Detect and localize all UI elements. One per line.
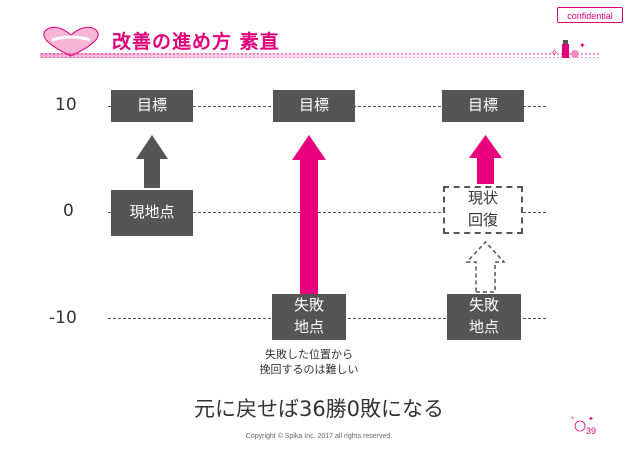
cosmetics-decoration-icon: ✧ ✦ bbox=[550, 40, 586, 59]
title-underline-decoration bbox=[40, 53, 600, 58]
status-recovery-box: 現状 回復 bbox=[443, 186, 523, 234]
goal-box-1: 目標 bbox=[111, 90, 193, 122]
goal-box-3: 目標 bbox=[442, 90, 524, 122]
up-arrow-gray bbox=[136, 135, 168, 188]
confidential-badge: confidential bbox=[557, 7, 623, 23]
failure-point-box-1: 失敗 地点 bbox=[272, 294, 346, 340]
sparkle-decoration-icon: ✦ ✧ bbox=[570, 415, 594, 432]
up-arrow-pink-long bbox=[292, 135, 326, 294]
y-label-minus-10: -10 bbox=[49, 308, 77, 328]
conclusion-text: 元に戻せば36勝0敗になる bbox=[193, 397, 445, 421]
y-label-10: 10 bbox=[55, 95, 77, 115]
current-point-box: 現地点 bbox=[111, 190, 193, 236]
page-number: 39 bbox=[586, 426, 597, 436]
svg-text:✦: ✦ bbox=[588, 415, 594, 423]
svg-text:✧: ✧ bbox=[550, 48, 558, 59]
copyright-text: Copyright © Spika Inc. 2017 all rights r… bbox=[245, 433, 393, 440]
failure-point-box-2: 失敗 地点 bbox=[447, 294, 521, 340]
svg-text:✧: ✧ bbox=[570, 415, 575, 422]
up-arrow-dashed bbox=[465, 240, 506, 293]
y-label-0: 0 bbox=[63, 201, 74, 221]
gridline-0 bbox=[108, 212, 546, 213]
svg-text:✦: ✦ bbox=[579, 41, 586, 50]
page-title: 改善の進め方 素直 bbox=[112, 31, 280, 53]
recovery-note: 失敗した位置から 挽回するのは難しい bbox=[259, 348, 359, 377]
goal-box-2: 目標 bbox=[273, 90, 355, 122]
up-arrow-pink-short bbox=[469, 135, 502, 184]
heart-logo-icon bbox=[43, 26, 99, 57]
